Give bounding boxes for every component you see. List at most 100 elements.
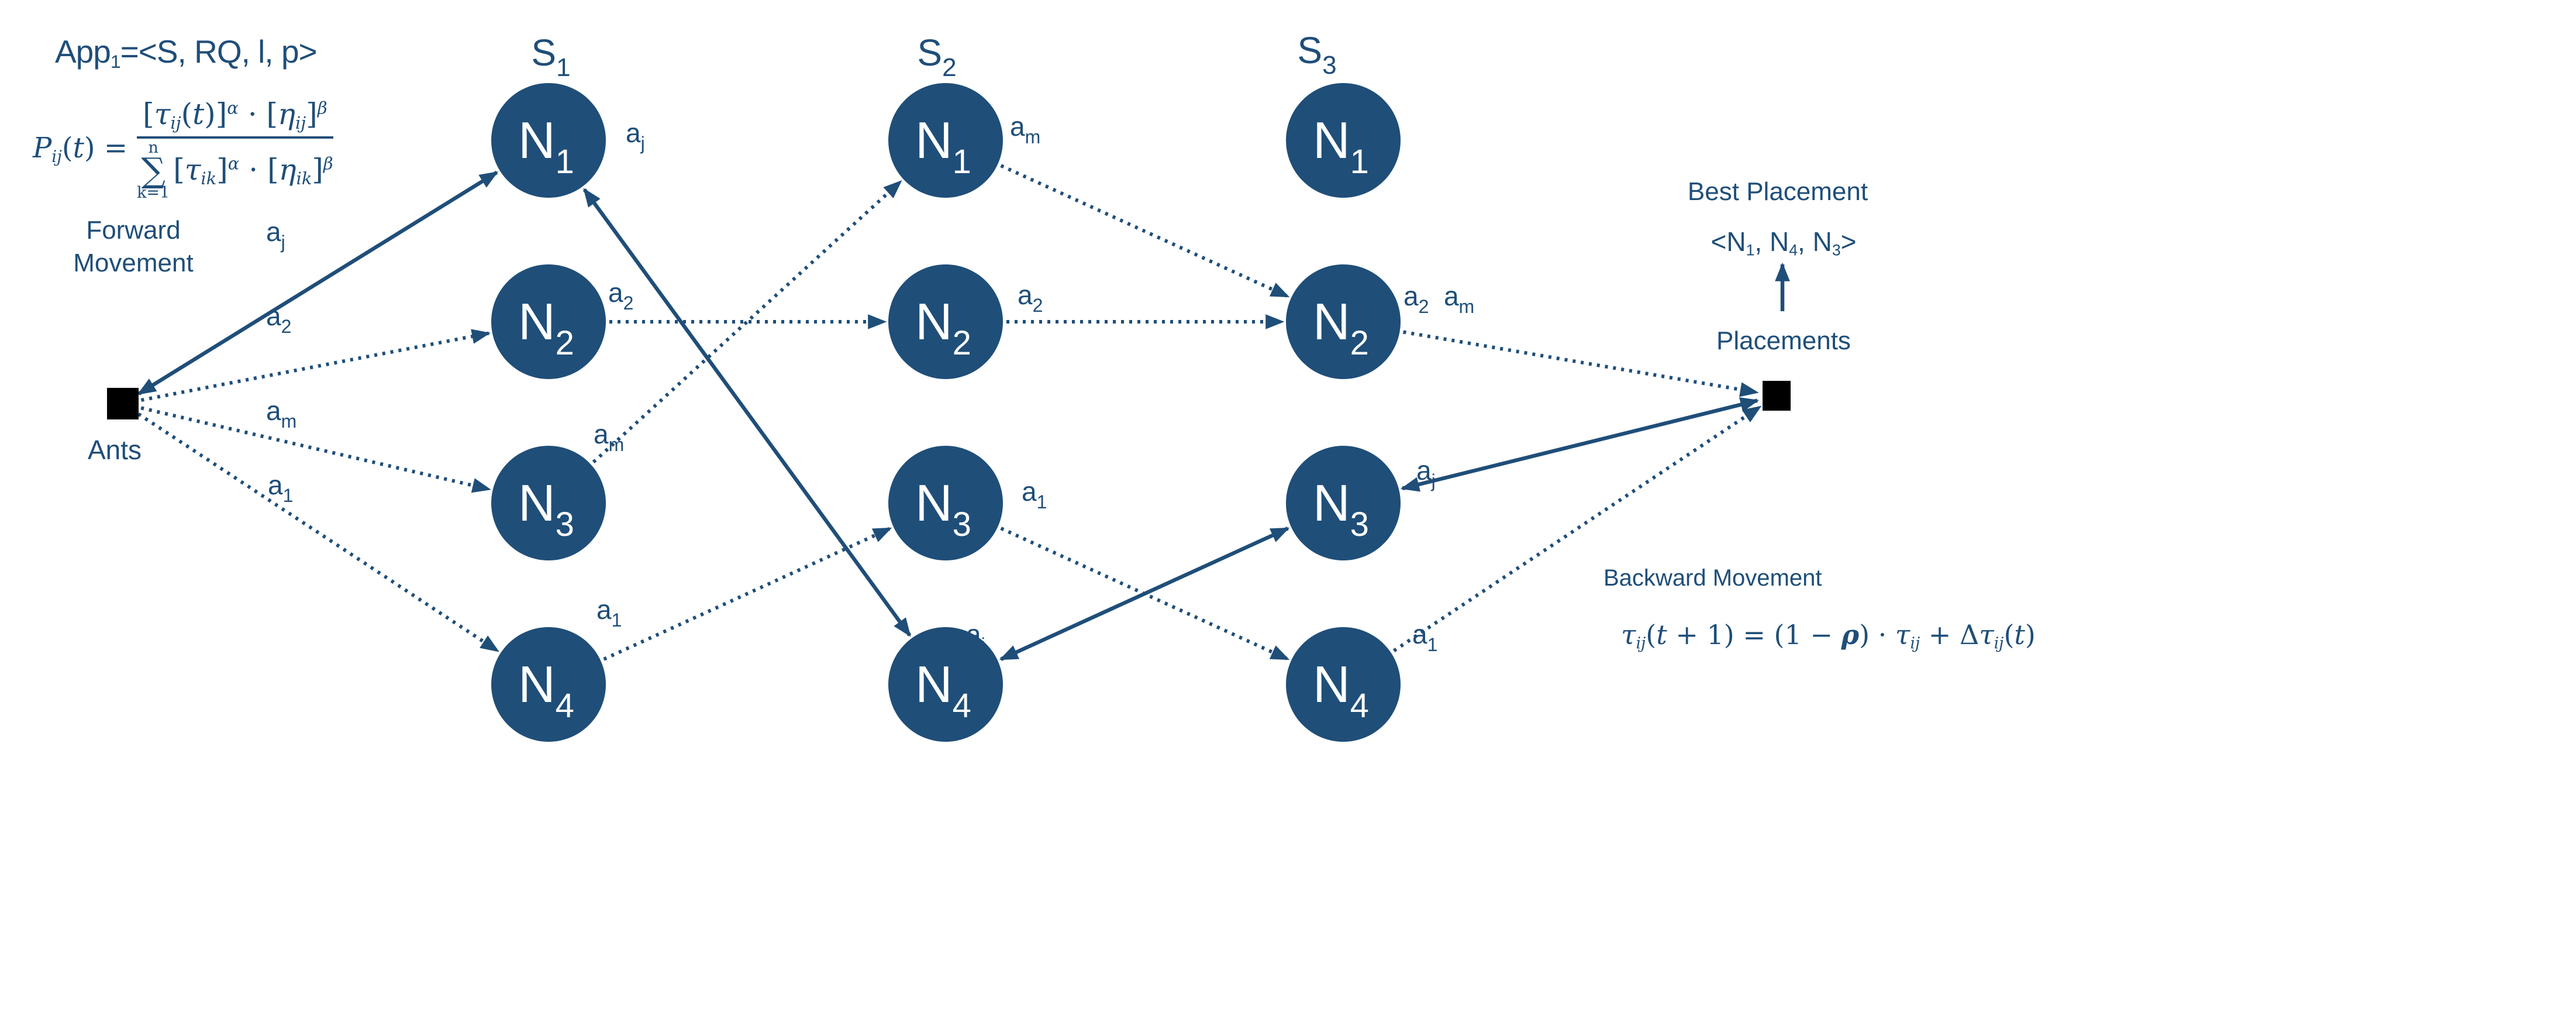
pheromone-update-formula: τij(t + 1) = (1 − ρ) · τij + Δτij(t)	[1621, 619, 2036, 652]
node-label-s2-n2: N2	[915, 293, 971, 362]
token: ]	[216, 152, 228, 187]
edge-s3n3-placements	[1400, 397, 1760, 492]
token: α	[227, 98, 239, 118]
sum-lower-limit: k=1	[137, 183, 170, 202]
token: β	[317, 98, 327, 118]
edges-layer	[137, 164, 1790, 661]
token: + Δ	[1920, 619, 1980, 651]
token: τ	[184, 152, 201, 187]
node-label-s3-n1: N1	[1313, 111, 1369, 181]
label-aj-s3n3: aj	[1416, 455, 1436, 491]
app-title: App1=<S, RQ, l, p>	[55, 33, 318, 73]
label-a1-ants-line: a1	[268, 470, 293, 506]
node-label-s3-n4: N4	[1313, 655, 1369, 725]
layer-header-s3: S3	[1297, 29, 1336, 80]
label-a2-s2n2: a2	[1018, 280, 1043, 316]
edge-ants-s1n3	[140, 406, 491, 493]
token: t	[2014, 619, 2025, 651]
token: t	[73, 131, 84, 164]
ants-label: Ants	[88, 435, 142, 465]
probability-formula: Pij(t) = [τij(t)]α · [ηij]β n ∑ k=1 [τik…	[33, 97, 333, 202]
token: App	[55, 33, 111, 70]
token: (	[181, 97, 193, 131]
token: ij	[170, 113, 181, 133]
layer-headers: S1 S2 S3	[531, 29, 1336, 82]
token: ik	[296, 168, 312, 189]
node-s2-n3	[888, 446, 1003, 560]
node-s2-n2	[888, 264, 1003, 379]
ants-square	[107, 388, 139, 419]
forward-movement-line1: Forward	[86, 216, 181, 245]
edge-s2n1-s3n2	[1000, 164, 1290, 298]
token: · [	[239, 152, 279, 187]
probability-formula-numerator: [τij(t)]α · [ηij]β	[139, 97, 330, 133]
node-label-s2-n4: N4	[915, 655, 971, 725]
sum-symbol: n ∑ k=1	[137, 139, 170, 202]
node-s3-n4	[1286, 627, 1401, 742]
placements-square	[1763, 381, 1791, 411]
node-s2-n1	[888, 83, 1003, 198]
label-aj-s2n4: aj	[966, 619, 985, 655]
node-label-s3-n3: N3	[1313, 474, 1369, 543]
token: t	[1656, 619, 1667, 651]
terminals-layer	[107, 381, 1791, 419]
edge-s1n1-s2n4	[582, 188, 912, 637]
token: (	[61, 131, 73, 164]
node-label-s2-n3: N3	[915, 474, 971, 543]
node-label-s3-n2: N2	[1313, 293, 1369, 362]
token: β	[323, 153, 333, 174]
label-aj-s1n1: aj	[626, 118, 645, 154]
node-s3-n3	[1286, 446, 1401, 560]
token: P	[33, 131, 52, 164]
node-s1-n3	[491, 446, 606, 560]
token: 3	[1832, 241, 1841, 259]
node-s3-n1	[1286, 83, 1401, 198]
token: · [	[238, 97, 278, 131]
label-a2-ants-line: a2	[266, 301, 291, 337]
token: =<S, RQ, l, p>	[120, 33, 318, 70]
probability-formula-lhs: Pij(t) =	[33, 132, 127, 166]
token: 1	[110, 50, 121, 72]
token: (	[2003, 619, 2015, 651]
node-label-s2-n1: N1	[915, 111, 971, 181]
fraction-bar	[137, 136, 333, 139]
token: τ	[1979, 619, 1994, 651]
node-s1-n4	[491, 627, 606, 742]
token: ij	[1910, 634, 1920, 653]
layer-header-s2: S2	[917, 32, 956, 82]
token: ij	[1636, 634, 1646, 653]
token: 4	[1789, 241, 1798, 259]
token: , N	[1754, 226, 1789, 257]
layer-header-s1: S1	[531, 32, 570, 82]
token: [	[173, 152, 185, 187]
token: τ	[1895, 619, 1911, 651]
edge-ants-s1n2	[140, 329, 491, 402]
node-s3-n2	[1286, 264, 1401, 379]
token: ]	[306, 97, 318, 131]
sigma-glyph: ∑	[141, 150, 165, 191]
node-label-s1-n1: N1	[518, 111, 574, 181]
node-label-s1-n3: N3	[518, 474, 574, 543]
node-s2-n4	[888, 627, 1003, 742]
node-label-s1-n2: N2	[518, 293, 574, 362]
token: , N	[1798, 226, 1832, 257]
token: ρ	[1841, 619, 1860, 651]
sum-upper-limit: n	[148, 139, 158, 157]
best-placement-title: Best Placement	[1687, 177, 1868, 206]
forward-movement-label: Forward Movement	[57, 214, 209, 280]
label-a1-s3n4: a1	[1412, 619, 1437, 655]
edge-ants-s1n4	[137, 412, 499, 653]
label-a1-s2n3: a1	[1022, 476, 1047, 512]
token: <N	[1711, 226, 1746, 257]
node-label-s1-n4: N4	[518, 655, 574, 725]
token: t	[192, 97, 205, 131]
forward-movement-line2: Movement	[73, 249, 194, 278]
label-am-ants-line: am	[266, 395, 296, 432]
token: (	[1646, 619, 1657, 651]
token: >	[1840, 226, 1857, 257]
token: + 1) = (1 −	[1667, 619, 1842, 651]
token: α	[227, 153, 240, 174]
token: ) =	[84, 131, 128, 164]
